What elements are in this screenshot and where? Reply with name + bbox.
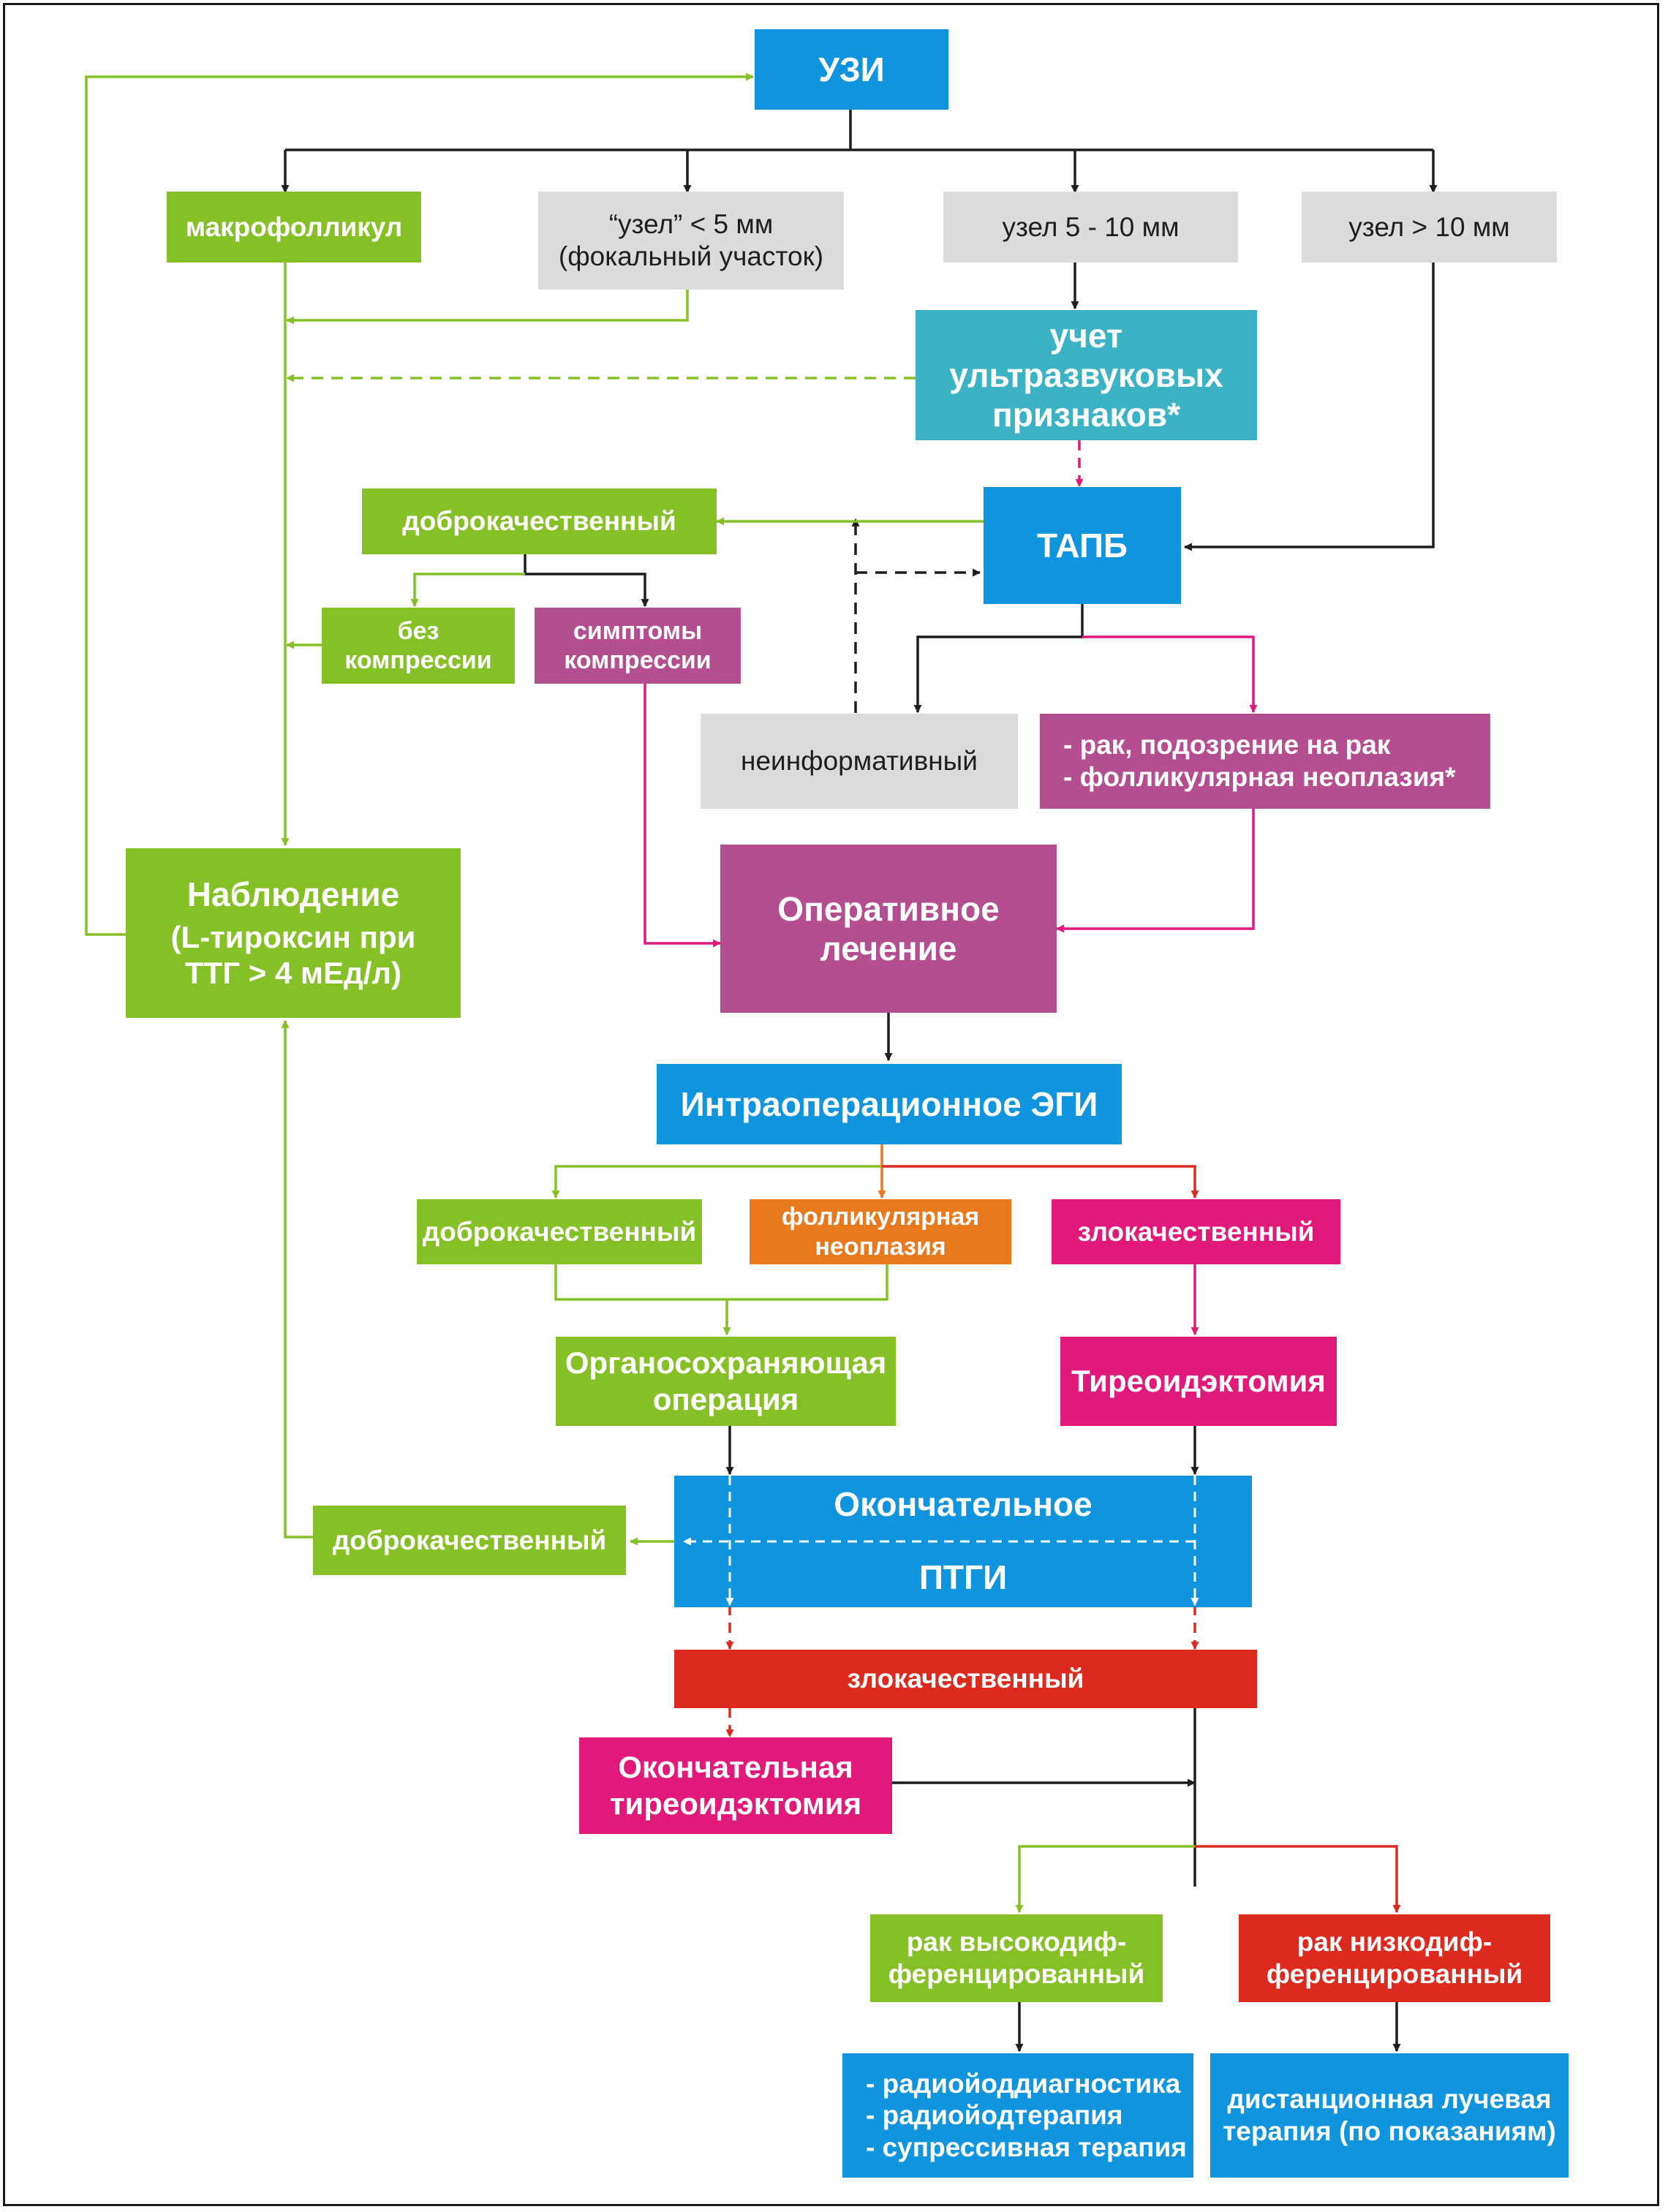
us-signs-box: учет ультразвуковых признаков* — [916, 310, 1257, 440]
rak-podozrenie-line-1: - рак, подозрение на рак — [1063, 730, 1391, 760]
uzel-mid-box: узел 5 - 10 мм — [943, 192, 1238, 263]
dobro-1-label: доброкачественный — [402, 506, 676, 537]
small-to-main — [285, 289, 689, 325]
uzel-mid-label: узел 5 - 10 мм — [1002, 211, 1180, 242]
simptomy-kompressii-box: симптомы компрессии — [535, 608, 741, 684]
okonch-tireoid-box: Окончательная тиреоидэктомия — [579, 1737, 892, 1834]
egi-split-green — [551, 1165, 882, 1199]
zlokach-1-box: злокачественный — [1052, 1199, 1340, 1264]
merge-to-organ — [554, 1263, 888, 1335]
okonch-tireoid-line-1: Окончательная — [618, 1750, 853, 1785]
simptomy-line-1: симптомы — [573, 616, 703, 645]
bez-kompressii-line-2: компрессии — [344, 646, 492, 674]
split-to-vysoko — [1015, 1845, 1195, 1914]
rak-vysoko-line-1: рак высокодиф- — [906, 1927, 1127, 1958]
uzel-small-line-2: (фокальный участок) — [558, 241, 824, 271]
dobro-to-symptoms — [524, 553, 649, 608]
dobro-1-box: доброкачественный — [362, 488, 717, 554]
dobro-3-label: доброкачественный — [332, 1525, 607, 1555]
organosokhr-line-2: операция — [652, 1382, 799, 1416]
uzi-box: УЗИ — [755, 29, 948, 110]
split-to-nizko — [1195, 1845, 1401, 1914]
distancionnaya-box: дистанционная лучевая терапия (по показа… — [1210, 2053, 1569, 2178]
rak-nizko-box: рак низкодиф- ференцированный — [1239, 1914, 1550, 2002]
radioiod-line-2: - радиойодтерапия — [866, 2100, 1123, 2131]
operativnoe-box: Оперативное лечение — [720, 845, 1057, 1013]
radioiod-box: - радиойоддиагностика - радиойодтерапия … — [842, 2053, 1193, 2178]
rak-podozrenie-line-2: - фолликулярная неоплазия* — [1063, 762, 1456, 792]
outer-frame — [3, 3, 1659, 2206]
radioiod-line-1: - радиойоддиагностика — [866, 2068, 1181, 2099]
us-signs-line-1: учет — [1049, 316, 1123, 355]
nablyudenie-title: Наблюдение — [186, 875, 400, 914]
nablyudenie-line-3: ТТГ > 4 мЕд/л) — [184, 956, 402, 991]
us-signs-line-2: ультразвуковых — [949, 355, 1223, 394]
rak-nizko-line-2: ференцированный — [1266, 1959, 1523, 1989]
dobro-to-bez — [410, 573, 525, 608]
rak-to-op — [1055, 809, 1255, 933]
radioiod-line-3: - супрессивная терапия — [866, 2132, 1187, 2162]
rak-podozrenie-box: - рак, подозрение на рак - фолликулярная… — [1040, 714, 1490, 809]
uzel-small-line-1: “узел” < 5 мм — [608, 209, 774, 240]
dobro-3-box: доброкачественный — [313, 1506, 626, 1575]
neinformativny-label: неинформативный — [741, 746, 978, 777]
neinformativny-box: неинформативный — [701, 714, 1018, 809]
bez-kompressii-line-1: без — [397, 616, 439, 645]
tapb-to-rak — [1082, 635, 1258, 714]
rak-vysoko-box: рак высокодиф- ференцированный — [870, 1914, 1163, 2002]
tapb-box: ТАПБ — [984, 487, 1181, 604]
follik-neoplazia-line-1: фолликулярная — [781, 1203, 980, 1231]
operativnoe-line-2: лечение — [820, 929, 957, 967]
nablyudenie-box: Наблюдение (L-тироксин при ТТГ > 4 мЕд/л… — [126, 848, 461, 1018]
uzel-small-box: “узел” < 5 мм (фокальный участок) — [538, 192, 844, 290]
okonch-ptgi-box: Окончательное ПТГИ — [674, 1476, 1252, 1607]
organosokhr-box: Органосохраняющая операция — [556, 1337, 896, 1426]
okonch-tireoid-line-2: тиреоидэктомия — [609, 1786, 862, 1821]
tapb-label: ТАПБ — [1037, 526, 1128, 565]
okonch-ptgi-line-2: ПТГИ — [918, 1558, 1008, 1596]
intraop-egi-box: Интраоперационное ЭГИ — [657, 1064, 1122, 1144]
uzi-label: УЗИ — [818, 50, 885, 88]
bez-kompressii-box: без компрессии — [322, 608, 515, 684]
simptomy-line-2: компрессии — [564, 646, 712, 674]
operativnoe-line-1: Оперативное — [777, 889, 1000, 928]
okonch-ptgi-line-1: Окончательное — [834, 1485, 1092, 1523]
uzel-big-label: узел > 10 мм — [1348, 211, 1510, 242]
rak-nizko-line-1: рак низкодиф- — [1297, 1927, 1492, 1958]
zlokach-1-label: злокачественный — [1077, 1216, 1315, 1247]
makrofollikul-label: макрофолликул — [185, 211, 403, 242]
tireoidektomia-box: Тиреоидэктомия — [1060, 1337, 1337, 1426]
organosokhr-line-1: Органосохраняющая — [565, 1345, 887, 1381]
makrofollikul-box: макрофолликул — [167, 192, 421, 263]
distancionnaya-line-1: дистанционная лучевая — [1227, 2084, 1552, 2115]
zlokach-2-label: злокачественный — [847, 1664, 1084, 1694]
dobro3-to-nabl — [281, 1019, 313, 1539]
follik-neoplazia-line-2: неоплазия — [815, 1232, 946, 1261]
egi-split-red — [882, 1165, 1199, 1199]
rak-vysoko-line-2: ференцированный — [888, 1959, 1145, 1989]
dobro-2-label: доброкачественный — [422, 1216, 697, 1247]
intraop-egi-label: Интраоперационное ЭГИ — [680, 1084, 1098, 1123]
us-signs-line-3: признаков* — [992, 396, 1181, 434]
nabl-to-uzi-loop — [85, 72, 755, 936]
symptoms-to-op — [644, 684, 722, 948]
dobro-2-box: доброкачественный — [417, 1199, 702, 1264]
follik-neoplazia-box: фолликулярная неоплазия — [750, 1199, 1011, 1264]
uzel-big-box: узел > 10 мм — [1302, 192, 1557, 263]
distancionnaya-line-2: терапия (по показаниям) — [1223, 2116, 1556, 2146]
nablyudenie-line-2: (L-тироксин при — [170, 919, 416, 954]
zlokach-2-box: злокачественный — [674, 1650, 1257, 1708]
tireoidektomia-label: Тиреоидэктомия — [1071, 1364, 1326, 1399]
big-to-tapb — [1183, 262, 1435, 551]
tapb-down — [913, 604, 1084, 714]
